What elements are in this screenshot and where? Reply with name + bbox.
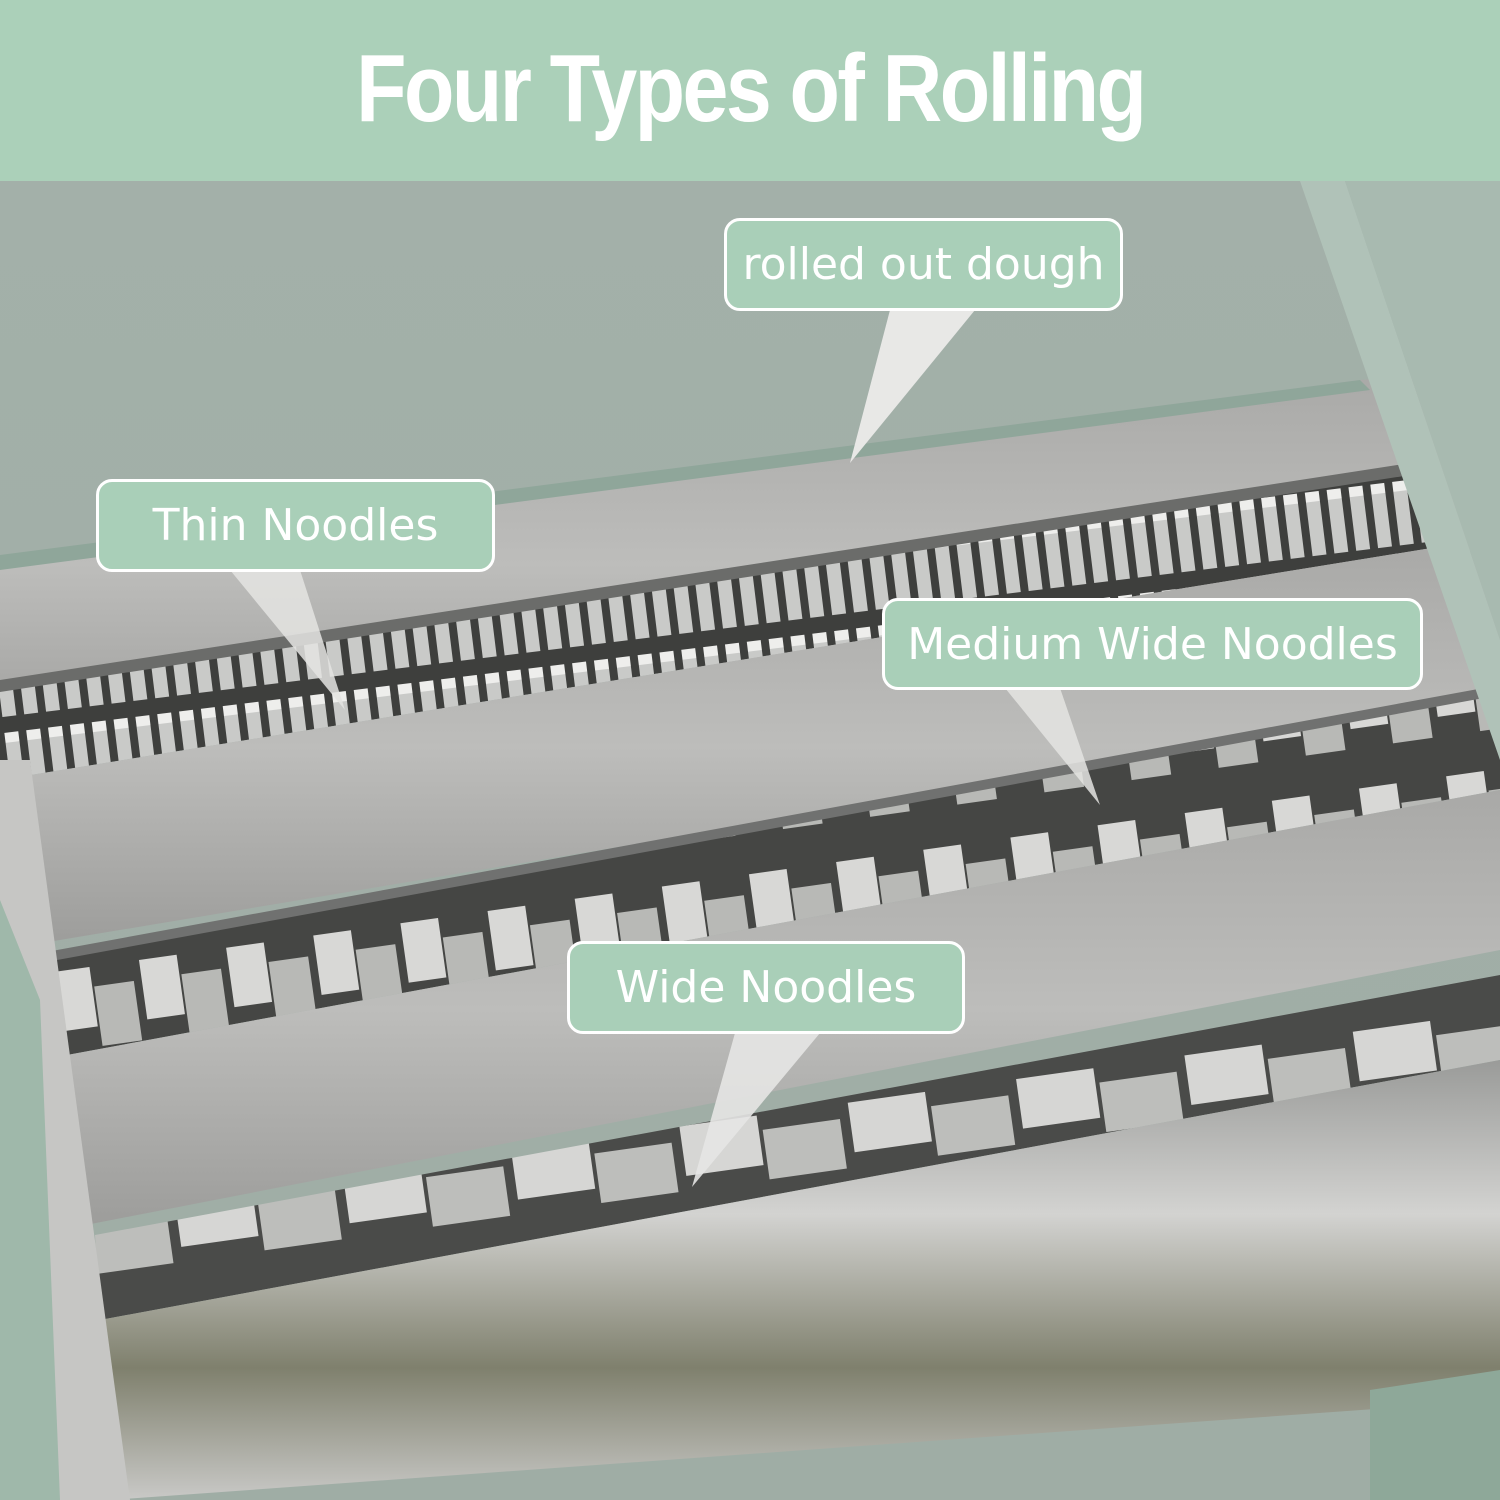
callout-label: Thin Noodles (152, 500, 439, 551)
callout-pointers (230, 310, 1100, 1187)
callout-rolled-out-dough: rolled out dough (724, 218, 1123, 311)
page-title: Four Types of Rolling (355, 34, 1147, 142)
callout-medium-wide-noodles: Medium Wide Noodles (882, 598, 1423, 690)
pointer-thin-noodles (230, 570, 345, 710)
pointer-wide-noodles (692, 1033, 820, 1187)
callout-label: Wide Noodles (615, 962, 917, 1013)
callout-thin-noodles: Thin Noodles (96, 479, 495, 572)
callout-label: Medium Wide Noodles (907, 618, 1398, 670)
header-banner: Four Types of Rolling (0, 0, 1500, 181)
callout-label: rolled out dough (742, 239, 1105, 290)
product-photo (0, 181, 1500, 1500)
pointer-medium-wide-noodles (1005, 688, 1100, 805)
callout-wide-noodles: Wide Noodles (567, 941, 965, 1034)
pointer-rolled-out-dough (850, 310, 975, 463)
